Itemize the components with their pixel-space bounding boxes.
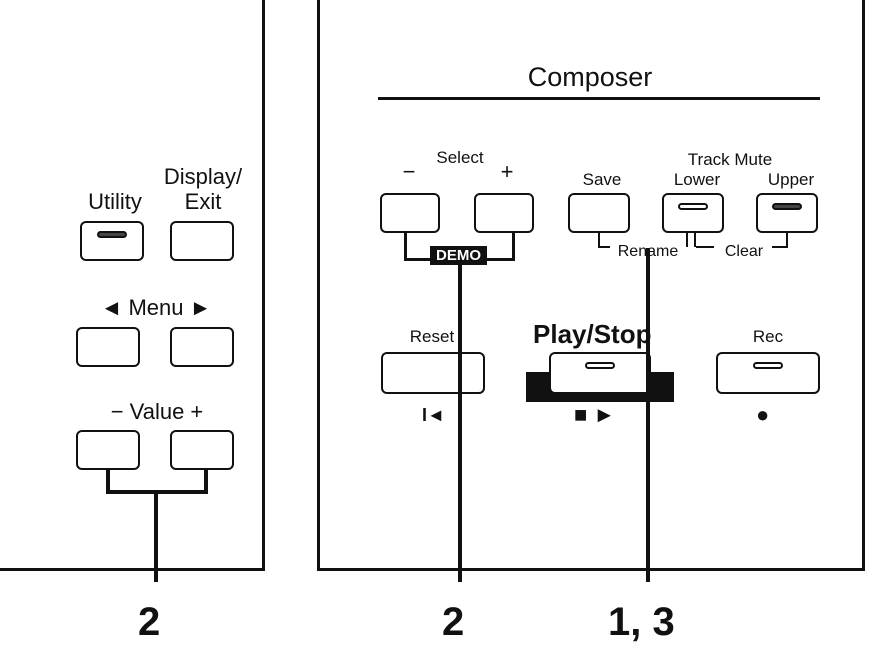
callout-value: 2 xyxy=(138,600,161,644)
select-label: Select xyxy=(436,148,484,167)
utility-led-indicator xyxy=(97,231,127,238)
value-minus-button[interactable] xyxy=(76,430,140,470)
utility-label: Utility xyxy=(88,189,142,214)
demo-leader-line xyxy=(458,260,462,582)
lower-led-indicator xyxy=(678,203,708,210)
select-plus-button[interactable] xyxy=(474,193,534,233)
clear-bracket-left xyxy=(694,233,696,247)
composer-underline xyxy=(378,97,820,100)
play-stop-label: Play/Stop xyxy=(533,319,652,349)
menu-label: ◄ Menu ► xyxy=(100,295,212,320)
save-button[interactable] xyxy=(568,193,630,233)
select-plus-label: + xyxy=(500,159,514,184)
menu-right-button[interactable] xyxy=(170,327,234,367)
display-exit-button[interactable] xyxy=(170,221,234,261)
reset-label: Reset xyxy=(409,327,455,346)
clear-bracket-right-tick xyxy=(772,246,786,248)
track-mute-label: Track Mute xyxy=(687,150,773,169)
value-label: − Value + xyxy=(110,399,204,424)
save-label: Save xyxy=(582,170,622,189)
upper-button[interactable] xyxy=(756,193,818,233)
select-minus-label: − xyxy=(402,159,416,184)
rec-label: Rec xyxy=(752,327,784,346)
rename-bracket-left-tick xyxy=(598,246,610,248)
clear-bracket-left-tick xyxy=(696,246,714,248)
play-stop-led-indicator xyxy=(585,362,615,369)
utility-button[interactable] xyxy=(80,221,144,261)
right-panel xyxy=(317,0,865,571)
display-exit-label: Display/ Exit xyxy=(163,164,243,214)
lower-label: Lower xyxy=(673,170,721,189)
select-minus-button[interactable] xyxy=(380,193,440,233)
composer-title: Composer xyxy=(527,62,653,92)
demo-bracket-left xyxy=(404,233,407,261)
rename-leader-line xyxy=(646,248,650,582)
upper-label: Upper xyxy=(767,170,815,189)
menu-left-button[interactable] xyxy=(76,327,140,367)
rec-led-indicator xyxy=(753,362,783,369)
reset-button[interactable] xyxy=(381,352,485,394)
play-stop-button[interactable] xyxy=(549,352,651,394)
value-plus-button[interactable] xyxy=(170,430,234,470)
demo-badge: DEMO xyxy=(430,246,487,265)
clear-label: Clear xyxy=(724,243,764,260)
rec-symbol: ● xyxy=(756,402,770,427)
rename-bracket-right xyxy=(686,233,688,247)
play-stop-symbol: ■ ► xyxy=(574,402,616,427)
value-bracket-right xyxy=(204,470,208,494)
value-bracket-left xyxy=(106,470,110,494)
lower-button[interactable] xyxy=(662,193,724,233)
rec-button[interactable] xyxy=(716,352,820,394)
value-leader-line xyxy=(154,490,158,582)
demo-bracket-right xyxy=(512,233,515,261)
reset-symbol: I◄ xyxy=(422,405,445,425)
callout-save-track: 1, 3 xyxy=(608,600,675,644)
callout-demo: 2 xyxy=(442,600,465,644)
clear-bracket-right xyxy=(786,233,788,248)
left-panel xyxy=(0,0,265,571)
rename-bracket-left xyxy=(598,233,600,247)
upper-led-indicator xyxy=(772,203,802,210)
